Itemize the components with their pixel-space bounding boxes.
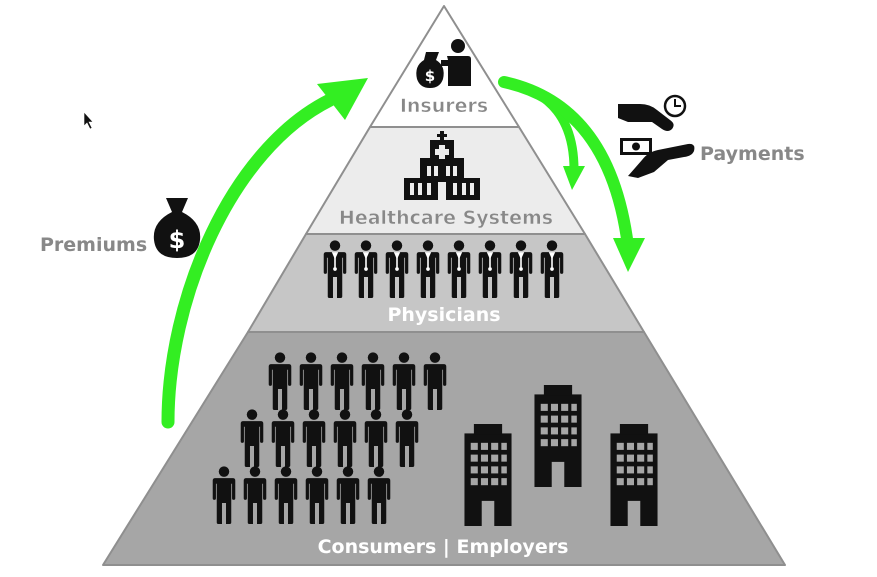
tier-label-insurers: Insurers [400, 95, 488, 117]
office-building-icon [534, 385, 582, 487]
payments-arrows [498, 76, 645, 272]
office-building-icon [610, 424, 658, 526]
svg-text:$: $ [169, 226, 186, 254]
flow-label-premiums: Premiums [40, 234, 147, 256]
tier-insurers [369, 5, 520, 128]
tier-label-consumers-employers: Consumers | Employers [318, 536, 569, 558]
premiums-arrow [161, 78, 368, 429]
flow-label-payments: Payments [700, 143, 805, 165]
office-building-icon [464, 424, 512, 526]
svg-text:$: $ [425, 67, 435, 85]
person-with-money-bag-icon: $ [416, 39, 471, 88]
pyramid [102, 5, 786, 566]
hospital-building-icon [404, 131, 480, 200]
mouse-cursor-icon [83, 111, 94, 130]
hand-giving-money-icon [618, 94, 695, 178]
tier-label-healthcare-systems: Healthcare Systems [339, 207, 553, 229]
tier-label-physicians: Physicians [387, 304, 500, 326]
money-bag-icon: $ [153, 198, 201, 258]
